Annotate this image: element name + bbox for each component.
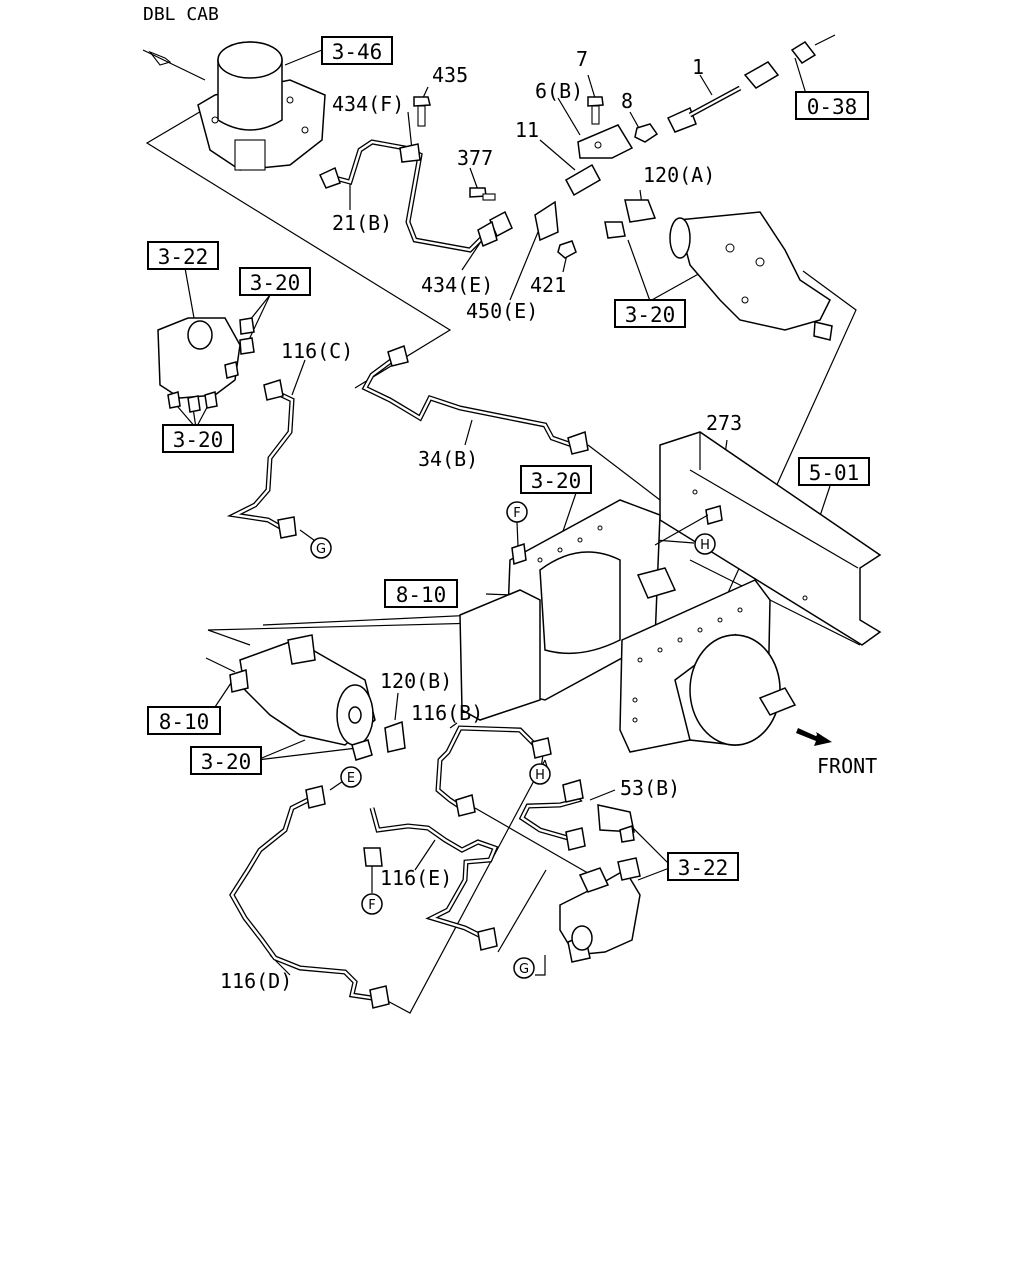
svg-text:3-46: 3-46 <box>332 40 383 64</box>
fitting-11 <box>564 163 602 197</box>
svg-text:8-10: 8-10 <box>396 583 447 607</box>
nut-421 <box>557 240 577 259</box>
pipe-116c <box>226 379 297 539</box>
label-part-7: 7 <box>576 47 588 71</box>
label-part-377: 377 <box>457 146 493 170</box>
svg-text:3-22: 3-22 <box>678 856 729 880</box>
nut-8 <box>634 123 659 143</box>
ref-box-3-20-c: 3-20 <box>162 424 234 453</box>
svg-text:H: H <box>535 768 545 783</box>
label-part-116c: 116(C) <box>281 339 353 363</box>
svg-text:3-20: 3-20 <box>625 303 676 327</box>
svg-text:F: F <box>513 506 520 521</box>
svg-text:3-22: 3-22 <box>158 245 209 269</box>
diagram-title: DBL CAB <box>143 4 219 25</box>
label-part-11: 11 <box>515 118 539 142</box>
label-part-434e: 434(E) <box>421 273 493 297</box>
pipe-21b <box>319 139 498 253</box>
pipe-116b <box>435 725 601 881</box>
svg-text:E: E <box>347 771 355 786</box>
clamp-450e <box>534 200 559 242</box>
pipe-53b <box>518 779 586 851</box>
ref-box-3-20-b: 3-20 <box>614 299 686 328</box>
connector-f-upper: F <box>506 501 528 523</box>
front-arrow-icon <box>796 728 832 746</box>
svg-text:0-38: 0-38 <box>807 95 858 119</box>
ref-box-0-38: 0-38 <box>795 91 869 120</box>
connector-g-upper: G <box>310 537 332 559</box>
bolt-7 <box>587 96 604 125</box>
svg-text:G: G <box>519 962 529 977</box>
ref-box-3-22-top: 3-22 <box>147 241 219 270</box>
svg-text:H: H <box>700 538 710 553</box>
label-part-6b: 6(B) <box>535 79 583 103</box>
label-part-450e: 450(E) <box>466 299 538 323</box>
label-part-1: 1 <box>692 55 704 79</box>
svg-text:G: G <box>316 542 326 557</box>
pipe-116d <box>229 785 390 1009</box>
ref-box-8-10-a: 8-10 <box>384 579 458 608</box>
label-part-116b: 116(B) <box>411 701 483 725</box>
pipe-116e <box>363 807 499 951</box>
bracket-holes <box>537 525 743 723</box>
connector-h-lower: H <box>529 763 551 785</box>
tank-120a <box>604 199 833 341</box>
valve-upper-left <box>157 317 255 413</box>
label-part-435: 435 <box>432 63 468 87</box>
label-part-21b: 21(B) <box>332 211 392 235</box>
label-part-120b: 120(B) <box>380 669 452 693</box>
frame-rail <box>659 431 882 646</box>
ref-box-3-20-d: 3-20 <box>520 465 592 494</box>
svg-text:3-20: 3-20 <box>173 428 224 452</box>
svg-text:F: F <box>368 898 375 913</box>
connector-e: E <box>340 766 362 788</box>
ref-box-3-22-bottom: 3-22 <box>667 852 739 881</box>
pipe-34b <box>361 345 661 501</box>
bracket-6b <box>577 124 634 159</box>
ref-box-3-20-a: 3-20 <box>239 267 311 296</box>
ref-box-3-46: 3-46 <box>321 36 393 65</box>
ref-box-8-10-b: 8-10 <box>147 706 221 735</box>
label-part-34b: 34(B) <box>418 447 478 471</box>
hose-1 <box>666 34 836 133</box>
label-part-273: 273 <box>706 411 742 435</box>
svg-text:3-20: 3-20 <box>250 271 301 295</box>
label-part-116d: 116(D) <box>220 969 292 993</box>
spring-tank-left <box>205 634 406 761</box>
front-label: FRONT <box>817 754 877 778</box>
connector-h-upper: H <box>694 533 716 555</box>
label-part-421: 421 <box>530 273 566 297</box>
svg-text:3-20: 3-20 <box>531 469 582 493</box>
air-dryer <box>148 41 326 171</box>
label-part-8: 8 <box>621 89 633 113</box>
label-part-116e: 116(E) <box>380 866 452 890</box>
svg-text:3-20: 3-20 <box>201 750 252 774</box>
valve-lower <box>559 804 641 963</box>
ref-box-5-01: 5-01 <box>798 457 870 486</box>
bolt-377 <box>469 187 496 201</box>
bolt-435 <box>413 96 431 127</box>
dryer-harness <box>142 49 206 81</box>
tank-assembly <box>459 499 797 753</box>
svg-text:5-01: 5-01 <box>809 461 860 485</box>
label-part-53b: 53(B) <box>620 776 680 800</box>
svg-text:8-10: 8-10 <box>159 710 210 734</box>
label-part-120a: 120(A) <box>643 163 715 187</box>
connector-g-lower: G <box>513 957 535 979</box>
label-part-434f: 434(F) <box>332 92 404 116</box>
connector-f-lower: F <box>361 893 383 915</box>
ref-box-3-20-e: 3-20 <box>190 746 262 775</box>
